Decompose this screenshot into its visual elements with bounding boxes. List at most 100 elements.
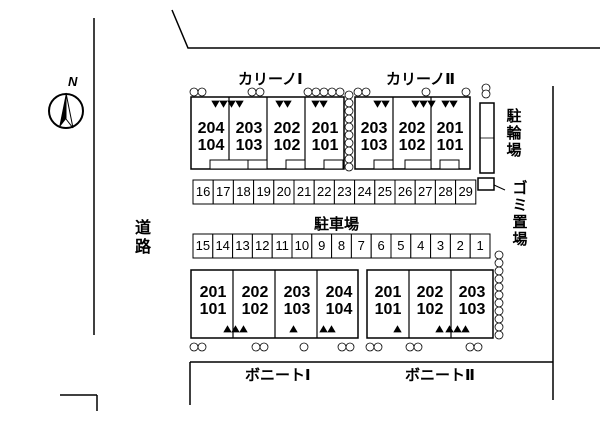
parking-stall [469,233,491,259]
unit-number-lower: 104 [325,301,353,318]
unit-number-upper: 203 [235,120,263,137]
parking-stall-number: 24 [357,184,372,199]
unit-number-upper: 202 [273,120,301,137]
unit-carino2-2: 202 102 [394,120,430,154]
unit-number-lower: 103 [360,137,388,154]
unit-number-upper: 201 [436,120,464,137]
garbage-label: ゴ ミ 置 場 [512,180,528,248]
parking-stall-number: 12 [255,238,270,253]
entrance-marker [427,100,436,108]
garbage-label-char: 置 [512,213,528,231]
entrance-marker [275,100,284,108]
hedge [197,342,207,352]
unit-number-upper: 203 [458,284,486,301]
building-name-carino1: カリーノⅠ [238,70,303,88]
compass [48,92,84,129]
hedge [361,87,371,97]
hedge [345,342,355,352]
entrance-marker [219,100,228,108]
hedge [461,87,471,97]
parking-stall-number: 7 [357,238,365,253]
entrance-marker [419,100,428,108]
unit-number-upper: 204 [325,284,353,301]
parking-stall-number: 4 [417,238,425,253]
parking-stall-number: 15 [195,238,211,253]
building-bonito2-outline [366,269,494,339]
hedge [421,87,431,97]
entrance-marker [441,100,450,108]
hedge [413,342,423,352]
entrance-marker [231,325,240,333]
compass-north-label: N [68,74,78,89]
road-label-char: 路 [135,237,152,256]
hedge [255,87,265,97]
entrance-marker [453,325,462,333]
unit-carino1-1: 204 104 [193,120,229,154]
parking-stall-number: 19 [256,184,271,199]
hedge [481,89,491,99]
unit-number-lower: 102 [416,301,444,318]
parking-stall-number: 21 [296,184,312,199]
unit-number-lower: 104 [197,137,225,154]
entrance-marker [289,325,298,333]
parking-stall-number: 6 [377,238,385,253]
unit-carino1-2: 203 103 [231,120,267,154]
building-name-bonito1: ボニートⅠ [245,366,311,384]
parking-stall-number: 2 [456,238,464,253]
building-name-bonito2: ボニートⅡ [405,366,475,384]
unit-bonito1-3: 203 103 [277,284,317,318]
hedges [189,83,504,352]
road-label-char: 道 [135,218,152,237]
entrance-marker [235,100,244,108]
unit-number-upper: 202 [416,284,444,301]
unit-number-lower: 101 [374,301,402,318]
parking-stall-number: 11 [275,238,289,253]
unit-number-lower: 103 [283,301,311,318]
unit-number-upper: 201 [199,284,227,301]
entrance-marker [211,100,220,108]
parking-stall-number: 25 [377,184,393,199]
garbage-label-char: ミ [512,196,528,214]
entrance-marker [461,325,470,333]
unit-number-lower: 102 [273,137,301,154]
parking-stalls [192,179,491,259]
parking-stall-number: 8 [337,238,346,253]
parking-stall-number: 23 [337,184,352,199]
parking-stall-number: 27 [418,184,433,199]
unit-number-upper: 202 [241,284,269,301]
parking-stall-number: 14 [215,238,230,253]
unit-carino1-4: 201 101 [307,120,343,154]
unit-number-lower: 103 [458,301,486,318]
hedge [335,87,345,97]
unit-number-upper: 203 [283,284,311,301]
parking-stall-number: 5 [397,238,405,253]
parking-stall-number: 22 [317,184,332,199]
entrance-marker [381,100,390,108]
parking-stall-number: 13 [235,238,250,253]
unit-bonito2-1: 201 101 [368,284,408,318]
hedge [299,342,309,352]
parking-stall [455,179,477,205]
parking-stall-number: 17 [216,184,231,199]
parking-stall-number: 16 [195,184,211,199]
bicycle-parking-label-char: 場 [506,141,522,159]
site-boundary-top [171,9,600,49]
parking-stall-number: 1 [476,238,484,253]
unit-number-upper: 203 [360,120,388,137]
unit-bonito2-3: 203 103 [452,284,492,318]
building-carino2-outline [354,96,471,170]
entrance-marker [435,325,444,333]
building-name-carino2: カリーノⅡ [386,70,455,88]
parking-stall-number: 29 [458,184,473,199]
north-arrow-icon [59,93,66,128]
parking-stall-number: 10 [294,238,310,253]
parking-stall-number: 20 [276,184,292,199]
entrance-marker [283,100,292,108]
unit-number-upper: 201 [374,284,402,301]
entrance-marker [393,325,402,333]
parking-stall-number: 18 [236,184,251,199]
entrance-marker [373,100,382,108]
entrance-marker [223,325,232,333]
parking-label: 駐車場 [314,215,360,233]
